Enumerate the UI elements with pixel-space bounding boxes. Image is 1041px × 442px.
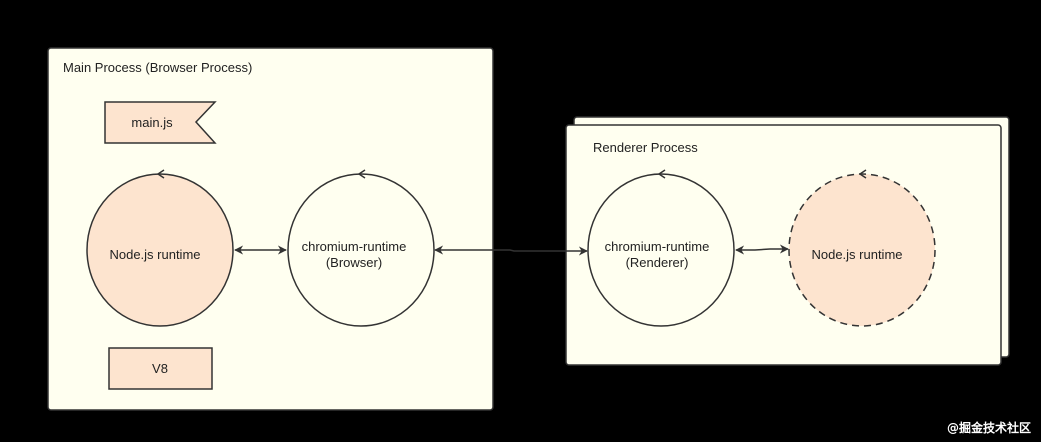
browser-chromium-runtime: chromium-runtime (Browser) (287, 169, 435, 327)
arrow-ipc-browser-renderer (434, 245, 588, 256)
main-node-runtime-label: Node.js runtime (109, 247, 200, 262)
browser-chromium-label-line1: chromium-runtime (302, 239, 407, 254)
renderer-chromium-cycle-icon (657, 169, 666, 179)
browser-chromium-cycle-icon (357, 169, 366, 179)
v8-node: V8 (108, 347, 213, 390)
mainjs-label: main.js (131, 115, 173, 130)
renderer-process-group: Renderer Process chromium-runtime (Rende… (565, 116, 1010, 366)
main-node-runtime: Node.js runtime (86, 169, 234, 327)
renderer-chromium-runtime: chromium-runtime (Renderer) (587, 169, 735, 327)
renderer-chromium-circle (587, 173, 735, 327)
mainjs-node: main.js (104, 101, 217, 144)
renderer-chromium-label-line1: chromium-runtime (605, 239, 710, 254)
renderer-node-runtime-circle (788, 173, 936, 327)
watermark-text: @掘金技术社区 (947, 420, 1031, 435)
browser-chromium-label-line2: (Browser) (326, 255, 382, 270)
v8-label: V8 (152, 361, 168, 376)
renderer-node-runtime: Node.js runtime (788, 169, 936, 327)
renderer-node-runtime-label: Node.js runtime (811, 247, 902, 262)
renderer-chromium-label-line2: (Renderer) (626, 255, 689, 270)
main-node-runtime-circle (86, 173, 234, 327)
browser-chromium-circle (287, 173, 435, 327)
mainjs-flag-shape (104, 101, 217, 144)
arrow-renderer-to-node (735, 244, 789, 255)
renderer-node-cycle-icon (858, 169, 867, 179)
main-process-group: Main Process (Browser Process) main.js N… (47, 47, 494, 411)
v8-box (108, 347, 213, 390)
renderer-process-title: Renderer Process (593, 140, 698, 155)
main-node-cycle-icon (156, 169, 165, 179)
main-process-title: Main Process (Browser Process) (63, 60, 252, 75)
